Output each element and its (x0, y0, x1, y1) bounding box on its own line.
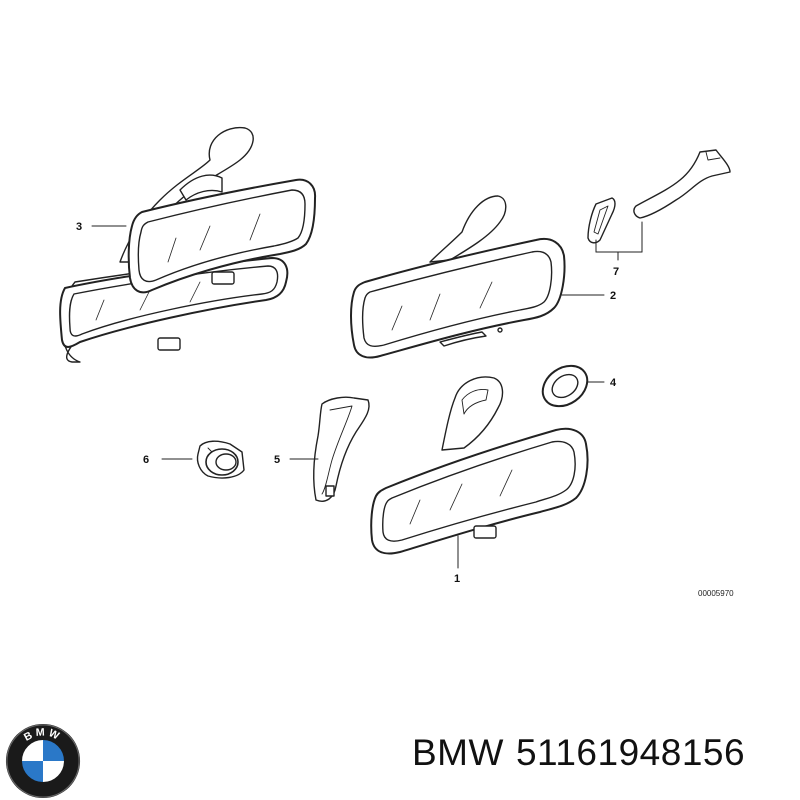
callout-1: 1 (454, 573, 460, 585)
logo-letters: BMW (22, 726, 64, 743)
callout-3: 3 (76, 221, 82, 233)
diagram-reference-number: 00005970 (698, 589, 734, 598)
brand-name: BMW (412, 732, 504, 773)
callout-4: 4 (610, 377, 617, 389)
part-5-bracket (313, 396, 370, 502)
part-1-mirror (370, 376, 589, 555)
leader-lines (91, 221, 643, 569)
callout-5: 5 (274, 454, 280, 466)
bmw-logo-icon: BMW (5, 723, 81, 799)
part-6-knob (196, 440, 245, 479)
part-3-mirror-assembly (59, 126, 317, 363)
callout-2: 2 (610, 290, 616, 302)
part-2-mirror (350, 195, 566, 359)
callout-7: 7 (613, 266, 619, 278)
brand-part-label: BMW 51161948156 (412, 732, 757, 774)
part-7-clips (587, 149, 731, 244)
callout-6: 6 (143, 454, 149, 466)
part-number: 51161948156 (515, 732, 746, 773)
part-4-ring (541, 364, 589, 408)
